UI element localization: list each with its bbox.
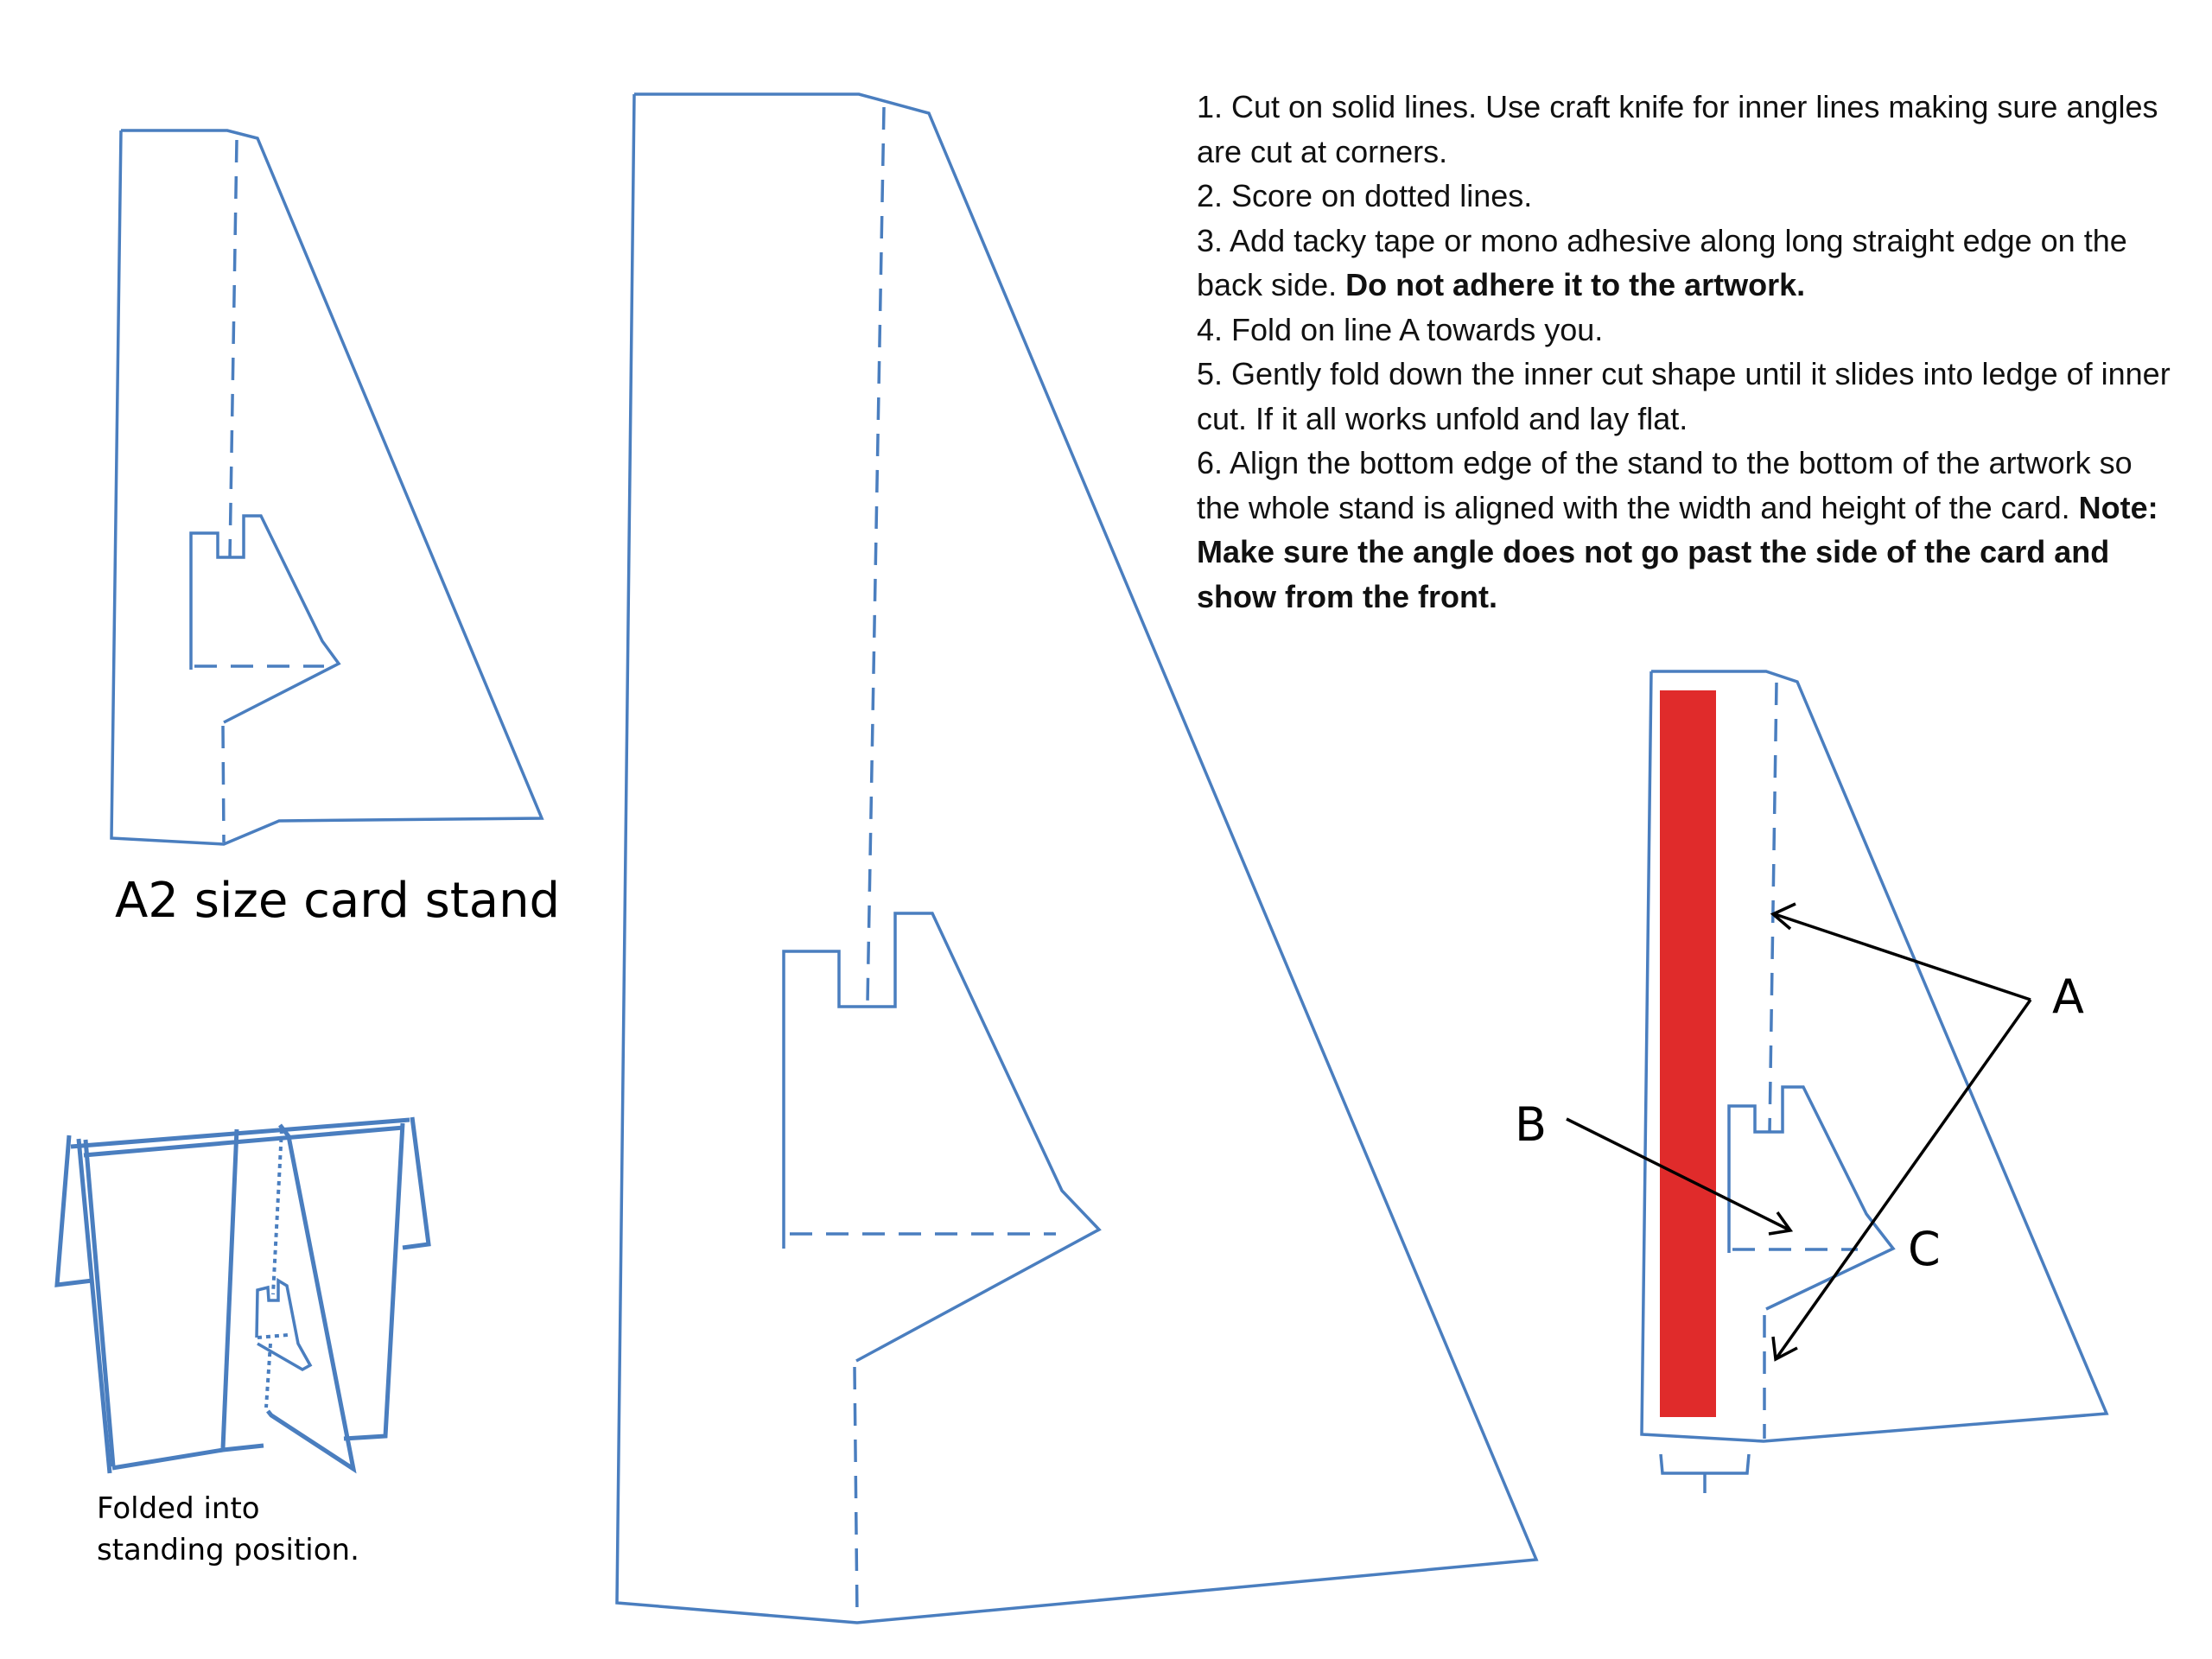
caption-line-1: Folded into bbox=[97, 1491, 260, 1526]
folded-stand-illustration bbox=[54, 1116, 431, 1474]
instruction-6: 6. Align the bottom edge of the stand to… bbox=[1197, 445, 2158, 614]
small-stand-template bbox=[110, 129, 544, 846]
label-b: B bbox=[1515, 1097, 1548, 1152]
instruction-1: 1. Cut on solid lines. Use craft knife f… bbox=[1197, 89, 2158, 169]
folded-caption: Folded into standing position. bbox=[97, 1488, 359, 1571]
instruction-5: 5. Gently fold down the inner cut shape … bbox=[1197, 356, 2171, 436]
instruction-4: 4. Fold on line A towards you. bbox=[1197, 311, 1604, 347]
instruction-2: 2. Score on dotted lines. bbox=[1197, 178, 1533, 213]
label-a: A bbox=[2052, 969, 2084, 1024]
a2-stand-title: A2 size card stand bbox=[115, 873, 561, 929]
adhesive-strip bbox=[1660, 690, 1716, 1417]
label-c: C bbox=[1908, 1222, 1941, 1276]
annotated-stand-template bbox=[1566, 670, 2109, 1493]
instructions-list: 1. Cut on solid lines. Use craft knife f… bbox=[1197, 85, 2182, 619]
caption-line-2: standing position. bbox=[97, 1533, 359, 1567]
instruction-3: 3. Add tacky tape or mono adhesive along… bbox=[1197, 222, 2127, 303]
large-stand-template bbox=[615, 92, 1539, 1624]
